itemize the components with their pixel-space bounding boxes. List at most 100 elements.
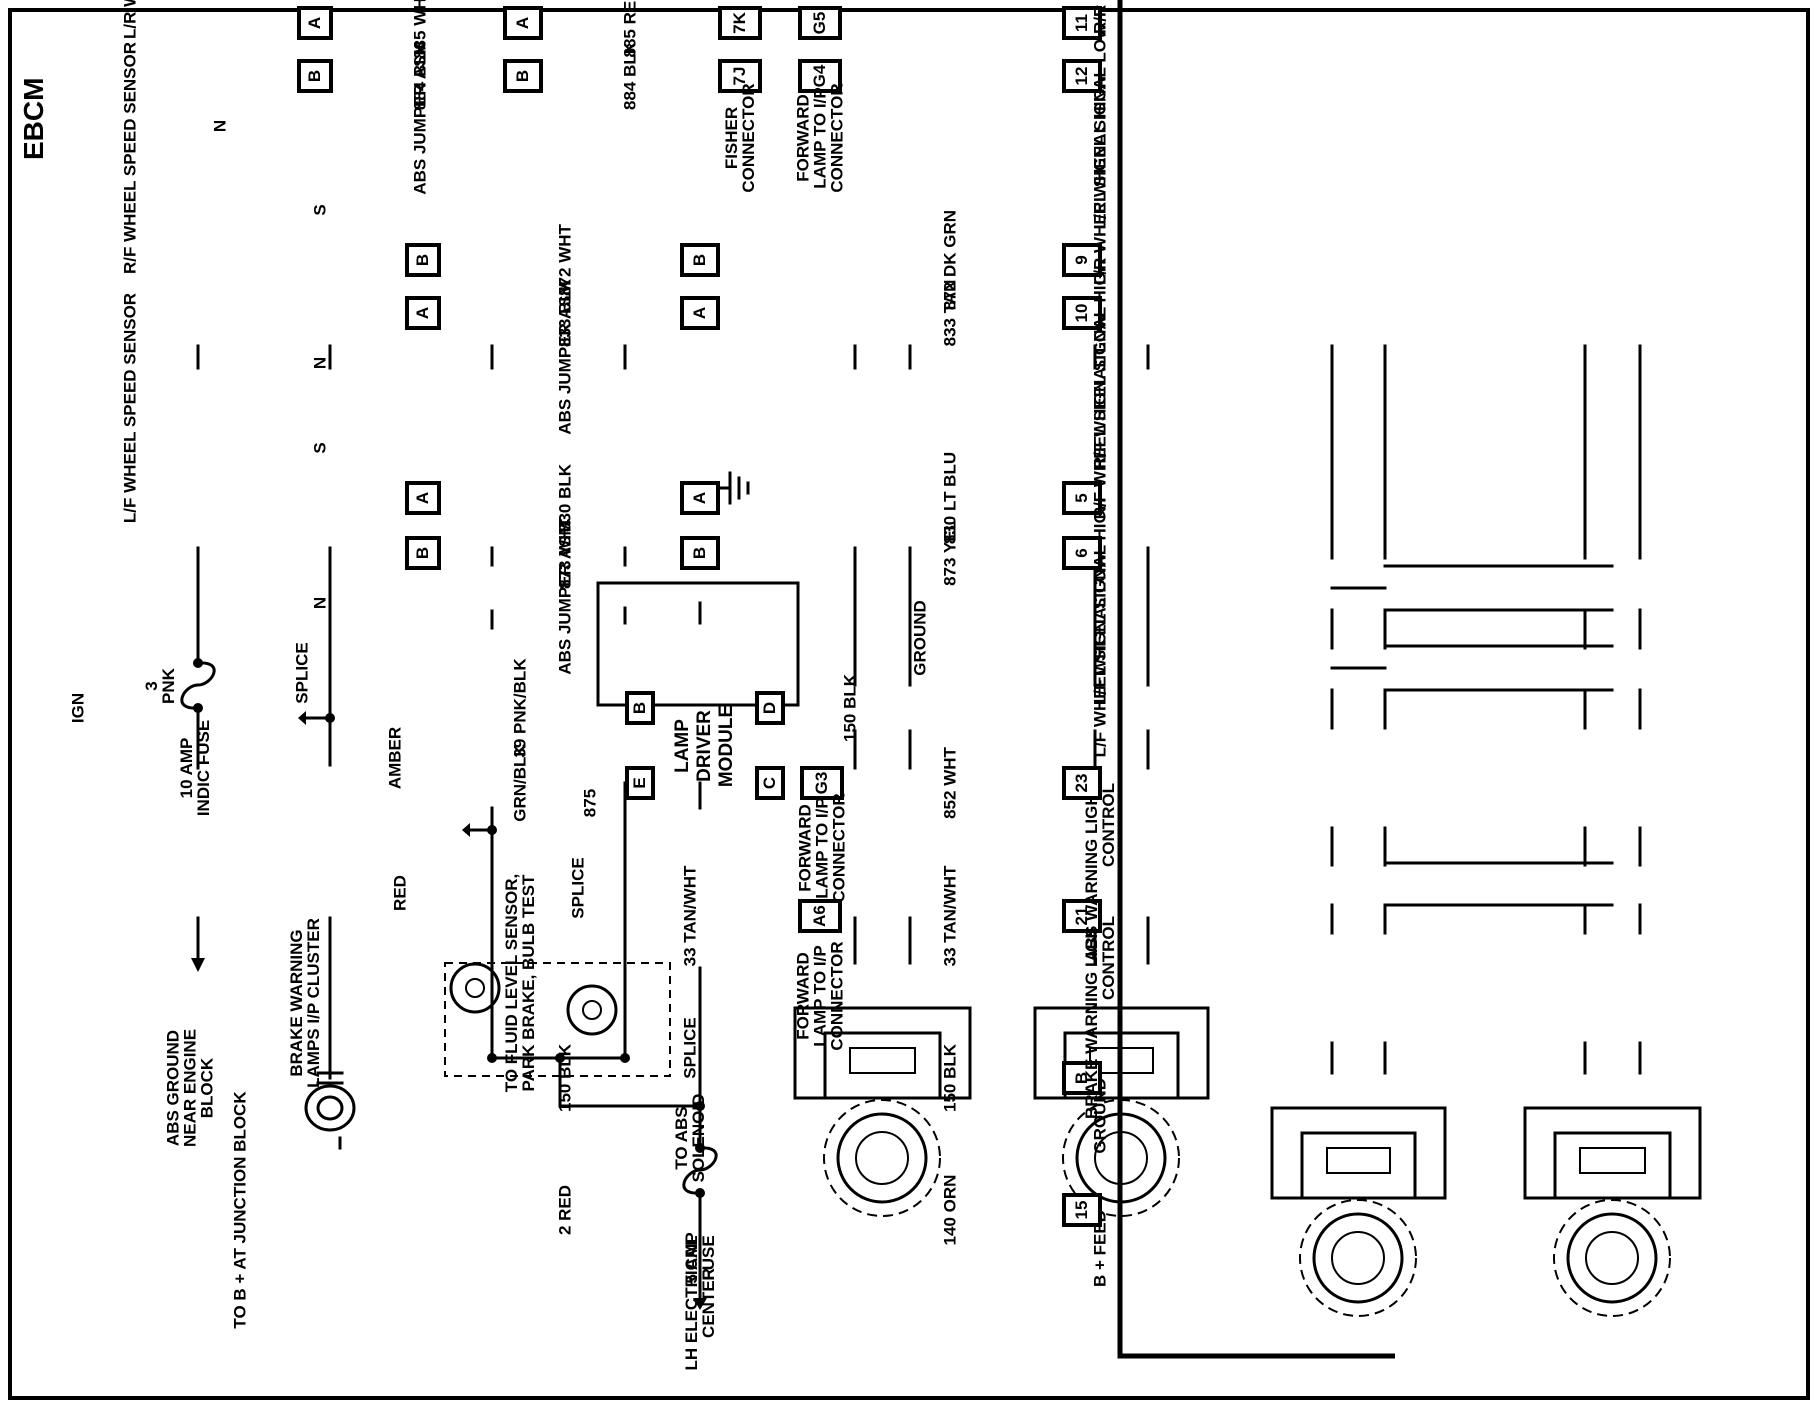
wire-label: 875 [580,788,600,818]
ign-label: IGN [68,692,88,724]
ground-label: GROUND [910,600,930,676]
fisher-connector-label: FISHER CONNECTOR [722,83,758,193]
tone-ring-icon [823,1099,941,1217]
ground-eyelet-icon [304,1084,356,1132]
wire-label: 885 RED [620,0,640,58]
tone-ring-icon [1299,1199,1417,1317]
sensor-pin: B [297,59,333,93]
tone-ring-icon [855,1131,909,1185]
splice-label: SPLICE [292,642,312,704]
forward-connector-label: FORWARD LAMP TO I/P CONNECTOR [793,83,847,193]
wire-label: 2 RED [555,1184,575,1236]
jumper-pin: A [503,6,543,40]
bulb-icon [449,962,501,1014]
sensor-coil [1089,1047,1154,1074]
wire-label: 33 TAN/WHT [940,865,960,967]
pole-s-label: S [310,442,330,454]
destination-label: TO B + AT JUNCTION BLOCK [230,1091,250,1329]
outer-border [8,8,1810,1400]
module-pin-B: B [625,691,655,725]
sensor-pin: A [297,6,333,40]
arrow-icon [191,958,205,972]
ebcm-pin-function: L/R WHEEL SIGNAL LOW [1090,23,1110,230]
sensor-pin: A [405,481,441,515]
tone-ring-icon [1312,1212,1404,1304]
wire-label: 852 WHT [940,747,960,819]
pole-n-label: N [310,356,330,370]
fluid-sensor-label: TO FLUID LEVEL SENSOR, PARK BRAKE, BULB … [502,873,538,1093]
ebcm-pin-function: R/F WHEEL SIGNAL HIGH [1090,260,1110,470]
cluster-label: BRAKE WARNING LAMPS I/P CLUSTER [287,918,323,1088]
lamp-driver-module-title: LAMP DRIVER MODULE [672,704,737,788]
pole-s-label: S [310,204,330,216]
wire-label: 3 PNK [142,668,178,704]
ebcm-pin-23: 23 [1062,766,1102,800]
tone-ring-icon [1062,1099,1180,1217]
jumper-pin: A [680,481,720,515]
module-pin-E: E [625,766,655,800]
wire-label: 39 PNK/BLK [510,658,530,758]
sensor-coil [849,1047,916,1074]
module-pin-D: D [755,691,785,725]
jumper-pin: B [680,536,720,570]
wire-label: 872 DK GRN [940,209,960,311]
splice-label: SPLICE [680,1017,700,1079]
sensor-name-label: R/F WHEEL SPEED SENSOR [120,41,140,275]
tone-ring-icon [1075,1112,1167,1204]
ground-location-label: ABS GROUND NEAR ENGINE BLOCK [163,1028,217,1148]
wire-label: 150 BLK [940,1043,960,1113]
arrow-icon [298,711,306,725]
sensor-name-label: L/F WHEEL SPEED SENSOR [120,292,140,524]
jumper-asm-label: ABS JUMPER ASM [555,521,575,675]
tone-ring-icon [1553,1199,1671,1317]
arrow-icon [693,1298,707,1310]
bulb-icon [582,1000,602,1020]
sensor-magnet [823,1031,942,1100]
tone-ring-icon [836,1112,928,1204]
jumper-asm-label: ABS JUMPER ASM [555,281,575,435]
tone-ring-icon [1585,1231,1639,1285]
wire-label: 830 LT BLU [940,451,960,545]
bulb-icon [465,978,485,998]
arrow-icon [462,823,470,837]
sensor-coil [1579,1147,1646,1174]
connector-label: FORWARD LAMP TO I/P CONNECTOR [795,793,849,903]
ebcm-title: EBCM [18,77,49,160]
cluster-boundary [444,962,671,1077]
lamp-red-label: RED [390,875,410,911]
indic-fuse-label: 10 AMP INDIC FUSE [177,719,213,817]
splice-dot [487,1053,497,1063]
ebcm-pin-function: L/F WHEEL SIGNAL HIGH [1090,498,1110,706]
fuse-symbol [180,661,216,710]
wire-label: 33 TAN/WHT [680,865,700,967]
ebcm-pin-function: ABS WARNING LIGHT CONTROL [1082,783,1118,962]
solenoid-label: TO ABS SOLENOID [672,1093,708,1183]
sensor-magnet [1553,1131,1672,1200]
tone-ring-icon [1094,1131,1148,1185]
fuse-rating-label: 5 AMP FUSE [682,1232,718,1284]
connector-pin-A6: A6 [798,899,842,933]
pole-n-label: N [210,119,230,133]
lamp-driver-module [596,581,800,707]
sensor-coil [1326,1147,1391,1174]
sensor-magnet [1300,1131,1417,1200]
tone-ring-icon [1331,1231,1385,1285]
fisher-connector-pin: 7K [718,6,762,40]
connector-label: FORWARD LAMP TO I/P CONNECTOR [793,941,847,1051]
jumper-pin: B [680,243,720,277]
wire-label: 150 BLK [840,673,860,743]
sensor-pin: B [405,536,441,570]
pole-n-label: N [310,596,330,610]
splice-label: SPLICE [568,857,588,919]
wire-label: 150 BLK [555,1043,575,1113]
ebcm-pin-15: 15 [1062,1193,1102,1227]
module-pin-C: C [755,766,785,800]
jumper-pin: A [680,296,720,330]
sensor-name-label: L/R WHEEL SPEED SENSOR [121,0,140,39]
jumper-asm-label: ABS JUMPER ASM [410,41,430,195]
jumper-pin: B [503,59,543,93]
sensor-pin: A [405,296,441,330]
